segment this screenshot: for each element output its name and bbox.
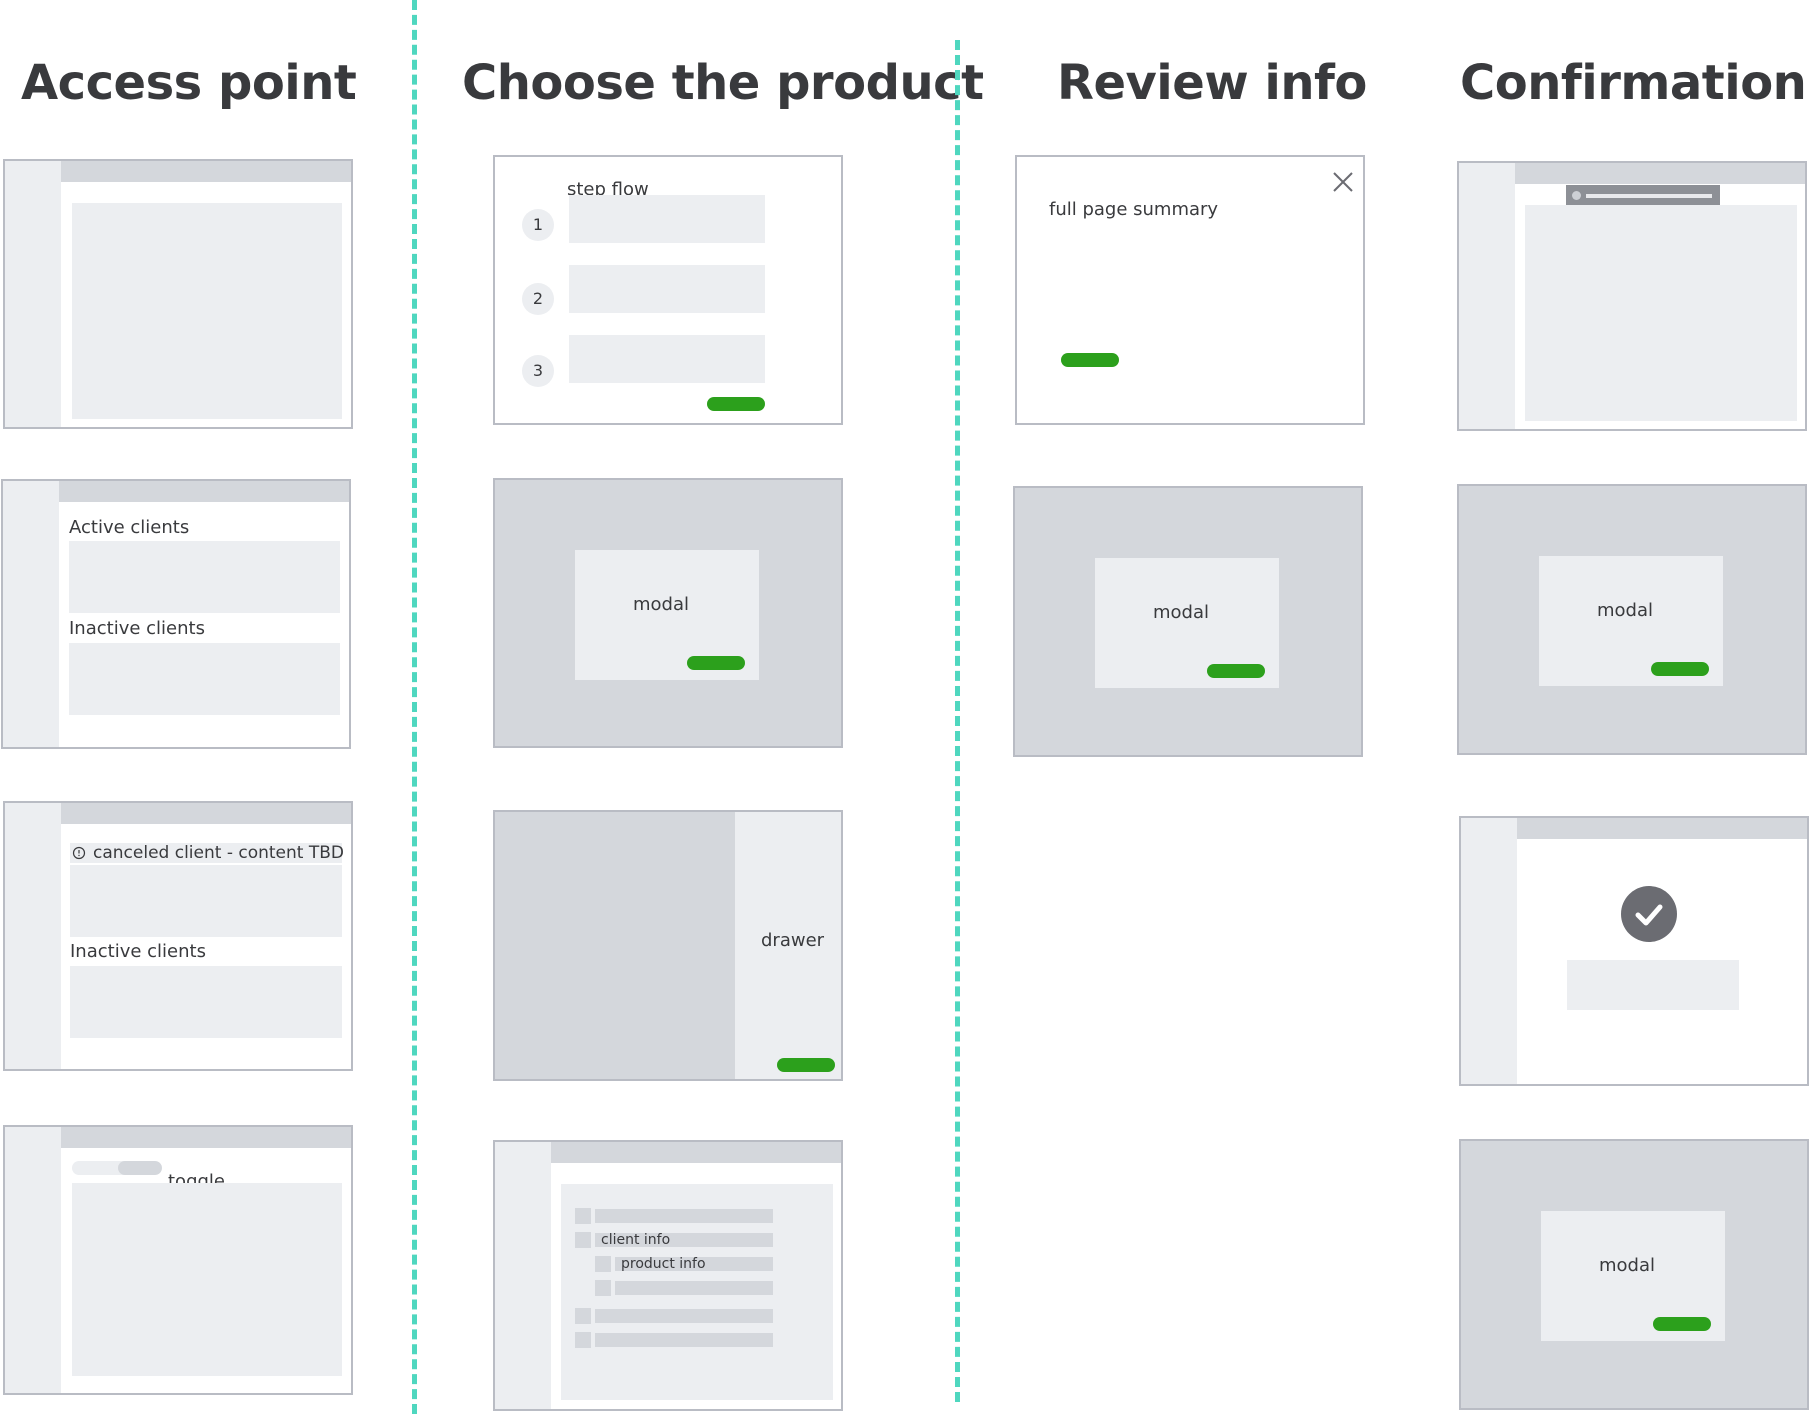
canceled-client-label: canceled client - content TBD bbox=[93, 843, 344, 863]
tree-checkbox[interactable] bbox=[575, 1232, 591, 1248]
checkmark-icon bbox=[1621, 886, 1677, 942]
inactive-clients-label: Inactive clients bbox=[69, 618, 205, 639]
modal-continue-button[interactable] bbox=[1651, 662, 1709, 676]
modal-label: modal bbox=[1598, 1255, 1655, 1276]
summary-continue-button[interactable] bbox=[1061, 353, 1119, 367]
access-wireframe-client-lists: Active clients Inactive clients bbox=[1, 479, 351, 749]
tree-row-product-info bbox=[615, 1257, 773, 1271]
confirmation-wireframe-modal-1: modal bbox=[1457, 484, 1807, 755]
tree-row bbox=[595, 1309, 773, 1323]
wireframe-topbar bbox=[551, 1142, 841, 1163]
continue-button[interactable] bbox=[707, 397, 765, 411]
wireframe-sidebar bbox=[5, 803, 61, 1069]
choose-wireframe-step-flow: step flow 1 2 3 bbox=[493, 155, 843, 425]
wireframe-sidebar bbox=[3, 481, 59, 747]
modal-continue-button[interactable] bbox=[687, 656, 745, 670]
confirmation-wireframe-toast bbox=[1457, 161, 1807, 431]
content-placeholder bbox=[72, 1183, 342, 1376]
wireframe-sidebar bbox=[1459, 163, 1515, 429]
client-info-label: client info bbox=[601, 1232, 671, 1248]
heading-confirmation: Confirmation bbox=[1460, 55, 1807, 111]
modal-dialog: modal bbox=[1541, 1211, 1725, 1341]
close-icon[interactable] bbox=[1330, 169, 1356, 195]
wireframe-sidebar bbox=[1461, 818, 1517, 1084]
modal-label: modal bbox=[632, 594, 689, 615]
tree-checkbox[interactable] bbox=[595, 1280, 611, 1296]
step-number-1: 1 bbox=[522, 209, 554, 241]
modal-dialog: modal bbox=[1539, 556, 1723, 686]
modal-dialog: modal bbox=[1095, 558, 1279, 688]
modal-continue-button[interactable] bbox=[1207, 664, 1265, 678]
tree-checkbox[interactable] bbox=[595, 1256, 611, 1272]
toast-text-placeholder bbox=[1586, 194, 1712, 198]
info-icon bbox=[72, 846, 86, 860]
tree-checkbox[interactable] bbox=[575, 1308, 591, 1324]
choose-wireframe-drawer: drawer bbox=[493, 810, 843, 1081]
canceled-clients-list bbox=[70, 865, 342, 937]
confirmation-wireframe-modal-2: modal bbox=[1459, 1139, 1809, 1410]
wireframe-topbar bbox=[59, 481, 349, 502]
column-divider-1 bbox=[412, 0, 417, 1414]
wireframe-topbar bbox=[1515, 163, 1805, 184]
wireframe-topbar bbox=[1517, 818, 1807, 839]
step-3-placeholder bbox=[569, 335, 765, 383]
tree-container: client info product info bbox=[561, 1184, 833, 1400]
modal-label: modal bbox=[1596, 600, 1653, 621]
confirmation-wireframe-success bbox=[1459, 816, 1809, 1086]
heading-access-point: Access point bbox=[21, 55, 357, 111]
tree-row bbox=[615, 1281, 773, 1295]
toast-dot bbox=[1572, 191, 1581, 200]
inactive-clients-list bbox=[69, 643, 340, 715]
modal-continue-button[interactable] bbox=[1653, 1317, 1711, 1331]
modal-label: modal bbox=[1152, 602, 1209, 623]
access-wireframe-basic bbox=[3, 159, 353, 429]
active-clients-label: Active clients bbox=[69, 517, 190, 538]
step-1-placeholder bbox=[569, 195, 765, 243]
tree-checkbox[interactable] bbox=[575, 1332, 591, 1348]
wireframe-topbar bbox=[61, 161, 351, 182]
toggle-switch[interactable] bbox=[72, 1161, 162, 1175]
choose-wireframe-tree: client info product info bbox=[493, 1140, 843, 1411]
step-number-2: 2 bbox=[522, 283, 554, 315]
canceled-client-banner bbox=[70, 843, 342, 863]
inactive-clients-list-2 bbox=[70, 966, 342, 1038]
review-wireframe-modal: modal bbox=[1013, 486, 1363, 757]
success-message-placeholder bbox=[1567, 960, 1739, 1010]
full-page-summary-label: full page summary bbox=[1049, 199, 1219, 220]
tree-checkbox[interactable] bbox=[575, 1208, 591, 1224]
content-placeholder bbox=[72, 203, 342, 419]
wireframe-sidebar bbox=[5, 1127, 61, 1393]
heading-review-info: Review info bbox=[1057, 55, 1367, 111]
step-2-placeholder bbox=[569, 265, 765, 313]
wireframe-sidebar bbox=[495, 1142, 551, 1409]
product-info-label: product info bbox=[621, 1256, 706, 1272]
column-divider-2 bbox=[955, 40, 960, 1402]
drawer-continue-button[interactable] bbox=[777, 1058, 835, 1072]
step-number-3: 3 bbox=[522, 355, 554, 387]
tree-row bbox=[595, 1209, 773, 1223]
drawer-label: drawer bbox=[761, 930, 825, 951]
active-clients-list bbox=[69, 541, 340, 613]
step-flow-label: step flow bbox=[567, 179, 649, 200]
tree-row-client-info bbox=[595, 1233, 773, 1247]
review-wireframe-full-page: full page summary bbox=[1015, 155, 1365, 425]
inactive-clients-label-2: Inactive clients bbox=[70, 941, 206, 962]
tree-row bbox=[595, 1333, 773, 1347]
drawer-panel bbox=[735, 812, 841, 1079]
modal-dialog: modal bbox=[575, 550, 759, 680]
choose-wireframe-modal: modal bbox=[493, 478, 843, 748]
toast-notification bbox=[1566, 185, 1720, 206]
wireframe-topbar bbox=[61, 1127, 351, 1148]
heading-choose-product: Choose the product bbox=[462, 55, 984, 111]
toggle-knob bbox=[118, 1161, 162, 1175]
wireframe-sidebar bbox=[5, 161, 61, 427]
access-wireframe-canceled: canceled client - content TBD Inactive c… bbox=[3, 801, 353, 1071]
content-placeholder bbox=[1525, 205, 1797, 421]
access-wireframe-toggle: toggle bbox=[3, 1125, 353, 1395]
wireframe-topbar bbox=[61, 803, 351, 824]
